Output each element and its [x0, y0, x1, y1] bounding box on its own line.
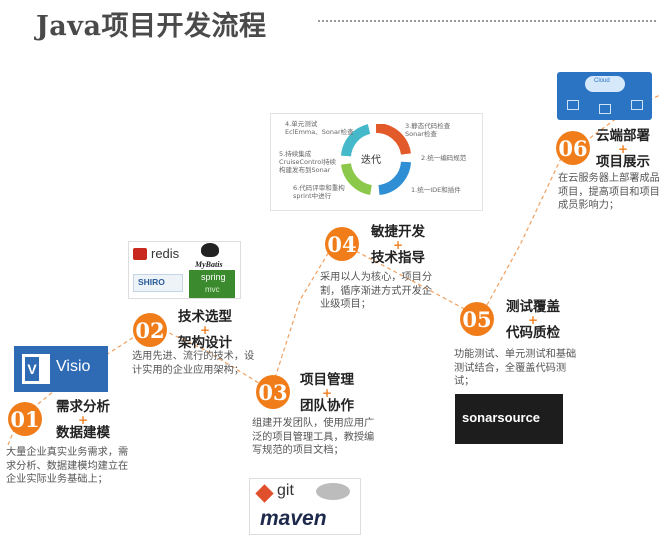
step-05-badge: 05	[460, 302, 494, 336]
cloud-icon: Cloud	[585, 76, 625, 92]
mvc-label: mvc	[205, 285, 220, 294]
step-06-title-1: 云端部署	[596, 128, 650, 144]
title-divider	[318, 20, 656, 22]
iteration-center: 迭代	[361, 155, 381, 166]
mybatis-icon	[201, 243, 219, 257]
step-01-title-2: 数据建模	[56, 425, 110, 441]
step-02-desc: 选用先进、流行的技术，设计实用的企业应用架构；	[132, 351, 255, 376]
visio-label: Visio	[56, 358, 91, 375]
plus-icon: +	[618, 142, 629, 156]
step-01-desc: 大量企业真实业务需求，需求分析、数据建模均建立在企业实际业务基础上；	[6, 447, 129, 485]
iteration-item-6: 6.代码评审和重构 sprint中进行	[293, 184, 345, 200]
spring-logo: spring mvc	[189, 270, 235, 298]
spring-label: spring	[201, 272, 226, 282]
device-icon	[631, 100, 643, 110]
step-04-heading: 敏捷开发 + 技术指导	[371, 224, 425, 267]
iteration-item-5: 5.持续集成 CruiseControl持续 构建发布到Sonar	[279, 150, 337, 174]
iteration-item-3: 3.静态代码检查 Sonar检查	[405, 122, 451, 138]
maven-label: maven	[260, 507, 327, 530]
step-01-title-1: 需求分析	[56, 399, 110, 415]
step-03-desc: 组建开发团队，使用应用广泛的项目管理工具，教授编写规范的项目文档；	[252, 418, 375, 456]
plus-icon: +	[322, 386, 333, 400]
step-03-badge: 03	[256, 375, 290, 409]
step-05-heading: 测试覆盖 + 代码质检	[506, 299, 560, 342]
plus-icon: +	[78, 413, 89, 427]
step-06-desc: 在云服务器上部署成品项目，提高项目和项目成员影响力；	[558, 173, 660, 211]
iteration-cycle-icon	[341, 124, 411, 195]
plus-icon: +	[528, 313, 539, 327]
redis-label: redis	[151, 246, 180, 261]
step-04-title-1: 敏捷开发	[371, 224, 425, 240]
iteration-item-4: 4.单元测试 EclEmma、Sonar检查	[285, 120, 354, 136]
step-04-badge: 04	[325, 227, 359, 261]
step-02-heading: 技术选型 + 架构设计	[178, 309, 232, 352]
step-03-title-1: 项目管理	[300, 372, 354, 388]
iteration-diagram: 迭代 4.单元测试 EclEmma、Sonar检查 3.静态代码检查 Sonar…	[270, 113, 483, 211]
visio-logo: V Visio	[14, 346, 108, 392]
step-04-title-2: 技术指导	[371, 250, 425, 266]
cloud-label: Cloud	[594, 78, 610, 84]
cloud-image: Cloud	[557, 72, 652, 120]
turtle-icon	[316, 483, 350, 500]
step-05-title-1: 测试覆盖	[506, 299, 560, 315]
step-01-heading: 需求分析 + 数据建模	[56, 399, 110, 442]
step-02-badge: 02	[133, 313, 167, 347]
step-04-desc: 采用以人为核心，项目分割，循序渐进方式开发企业级项目；	[320, 272, 433, 310]
tech-logos-box: redis MyBatis SHIRO spring mvc	[128, 241, 241, 299]
step-02-title-2: 架构设计	[178, 335, 232, 351]
step-03-heading: 项目管理 + 团队协作	[300, 372, 354, 415]
git-maven-box: git maven	[249, 478, 361, 535]
sonarsource-logo: sonarsource	[455, 394, 563, 444]
device-icon	[567, 100, 579, 110]
visio-icon: V	[22, 354, 50, 384]
shiro-logo: SHIRO	[133, 274, 183, 292]
step-01-badge: 01	[8, 402, 42, 436]
plus-icon: +	[393, 238, 404, 252]
iteration-item-1: 1.统一IDE和插件	[411, 186, 461, 194]
step-05-desc: 功能测试、单元测试和基础测试结合，全覆盖代码测试；	[454, 349, 577, 387]
step-05-title-2: 代码质检	[506, 325, 560, 341]
sonarsource-label: sonarsource	[462, 410, 541, 425]
step-02-title-1: 技术选型	[178, 309, 232, 325]
plus-icon: +	[200, 323, 211, 337]
step-06-badge: 06	[556, 131, 590, 165]
step-06-title-2: 项目展示	[596, 154, 650, 170]
device-icon	[599, 104, 611, 114]
git-label: git	[277, 482, 294, 499]
step-06-heading: 云端部署 + 项目展示	[596, 128, 650, 171]
step-03-title-2: 团队协作	[300, 398, 354, 414]
shiro-label: SHIRO	[138, 277, 165, 287]
page-title: Java项目开发流程	[36, 11, 267, 42]
git-icon	[255, 484, 274, 503]
mybatis-label: MyBatis	[195, 260, 223, 269]
iteration-item-2: 2.统一编码规范	[421, 154, 467, 162]
redis-icon	[133, 248, 147, 260]
